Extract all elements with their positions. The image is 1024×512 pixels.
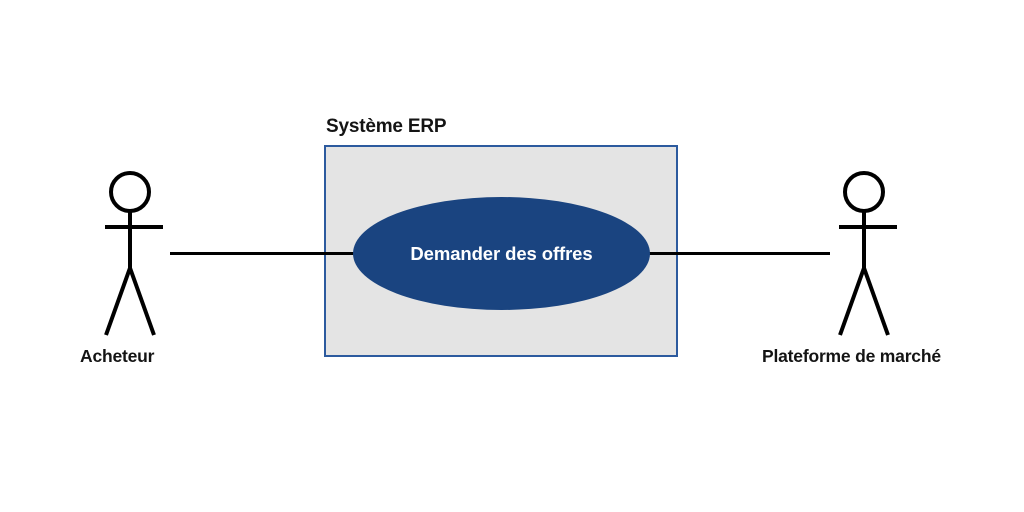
actor-label-acheteur: Acheteur [80,346,155,366]
actor-acheteur[interactable] [70,170,190,370]
stick-figure-actor-icon [104,171,163,336]
actor-plateforme-de-marche[interactable] [804,170,924,370]
system-boundary-label: Système ERP [326,116,447,137]
association-line-acheteur [170,252,355,255]
use-case-label: Demander des offres [410,242,593,264]
use-case-demander-des-offres[interactable]: Demander des offres [353,197,650,310]
association-line-plateforme [649,252,830,255]
actor-label-plateforme-de-marche: Plateforme de marché [762,346,941,366]
stick-figure-actor-icon [838,171,897,336]
